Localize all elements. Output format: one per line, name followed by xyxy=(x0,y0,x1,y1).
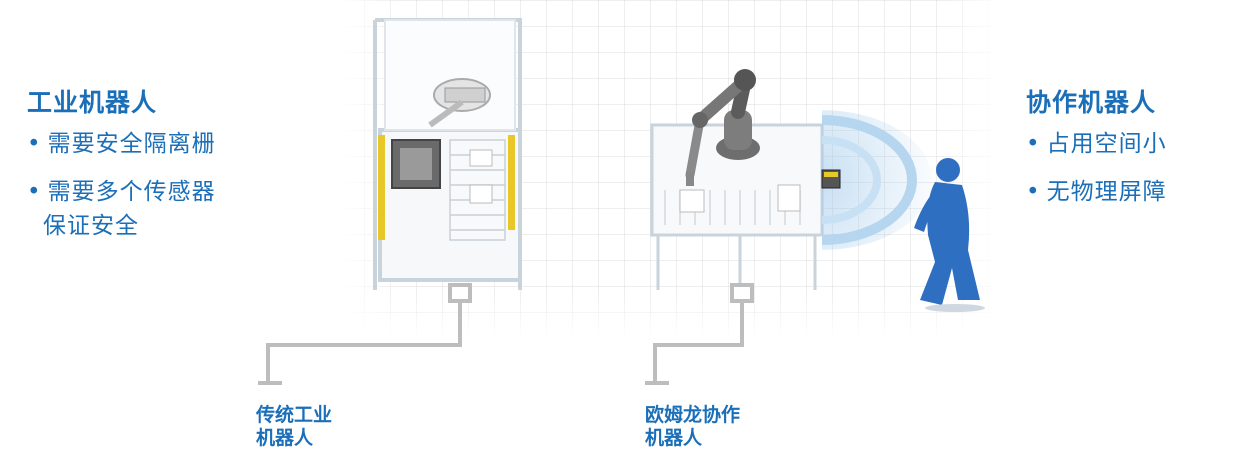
safety-rail-left xyxy=(378,135,385,240)
caption-omron-cobot: 欧姆龙协作 机器人 xyxy=(645,404,741,449)
operator-figure xyxy=(914,158,985,312)
left-bullet-1: •需要安全隔离栅 xyxy=(27,131,216,157)
caption-traditional-robot: 传统工业 机器人 xyxy=(256,404,333,449)
right-bullet-2: •无物理屏障 xyxy=(1026,179,1167,205)
cobot-title: 协作机器人 xyxy=(1026,88,1157,117)
safety-zone xyxy=(821,110,932,250)
caption-connectors xyxy=(258,283,754,385)
left-bullet-2-continued: 保证安全 xyxy=(43,213,139,239)
left-bullet-2: •需要多个传感器 xyxy=(27,179,216,205)
safety-rail-right xyxy=(508,135,515,230)
right-bullet-1: •占用空间小 xyxy=(1026,131,1167,157)
cobot-arm xyxy=(685,69,760,186)
industrial-robot-title: 工业机器人 xyxy=(27,88,158,117)
